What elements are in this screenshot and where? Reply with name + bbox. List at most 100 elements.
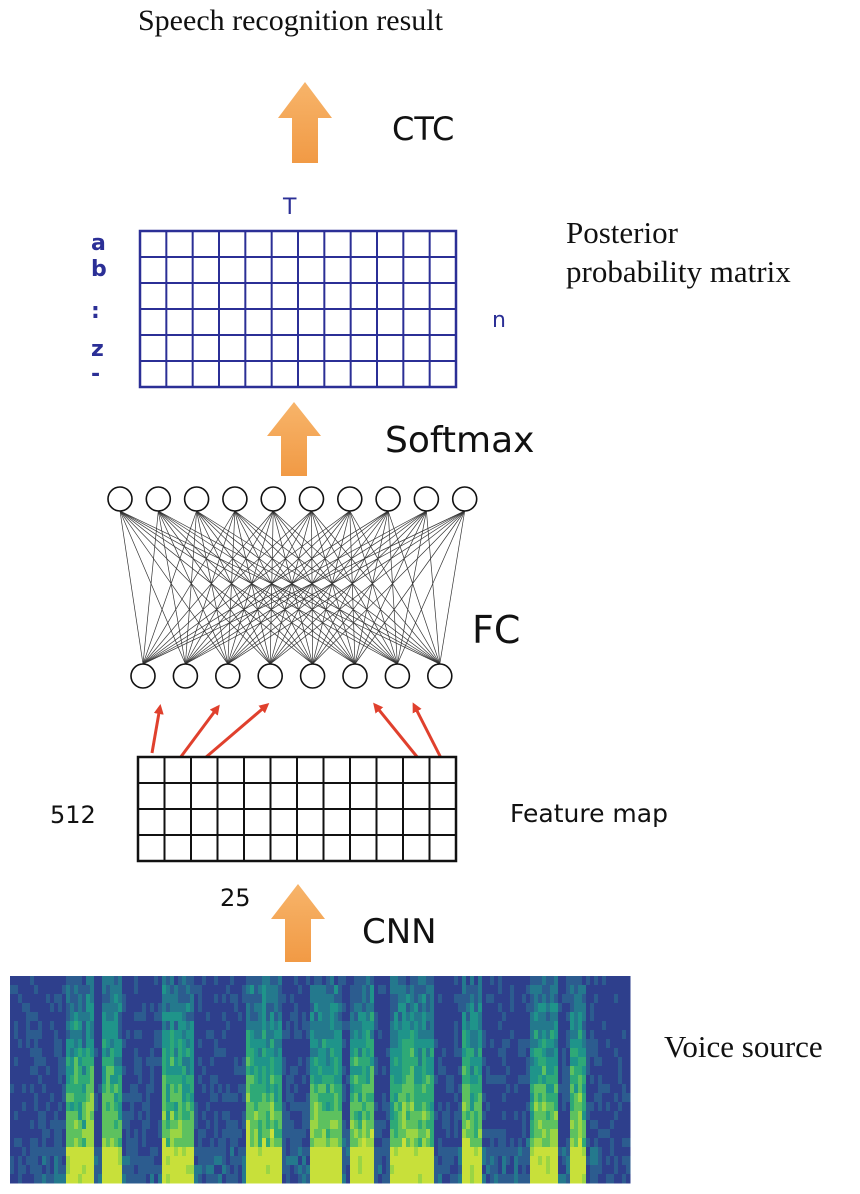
- spectrogram-cell: [270, 1012, 275, 1022]
- spectrogram-cell: [146, 1048, 151, 1058]
- spectrogram-cell: [254, 1048, 259, 1058]
- spectrogram-cell: [298, 1165, 303, 1175]
- spectrogram-cell: [306, 1165, 311, 1175]
- spectrogram-cell: [242, 1174, 247, 1184]
- spectrogram-cell: [10, 1093, 15, 1103]
- spectrogram-cell: [118, 1039, 123, 1049]
- spectrogram-cell: [146, 1138, 151, 1148]
- spectrogram-cell: [486, 1039, 491, 1049]
- spectrogram-cell: [514, 1048, 519, 1058]
- spectrogram-cell: [82, 1111, 87, 1121]
- fc-neuron: [413, 486, 440, 512]
- spectrogram-cell: [198, 1102, 203, 1112]
- spectrogram-cell: [10, 1075, 15, 1085]
- spectrogram-cell: [486, 1030, 491, 1040]
- spectrogram-cell: [506, 1111, 511, 1121]
- spectrogram-cell: [486, 1048, 491, 1058]
- spectrogram-cell: [594, 1030, 599, 1040]
- spectrogram-cell: [594, 1021, 599, 1031]
- spectrogram-cell: [518, 1138, 523, 1148]
- spectrogram-cell: [78, 985, 83, 995]
- spectrogram-cell: [30, 1138, 35, 1148]
- spectrogram-cell: [310, 1156, 315, 1166]
- spectrogram-cell: [570, 1048, 575, 1058]
- spectrogram-cell: [30, 1021, 35, 1031]
- spectrogram-cell: [170, 1138, 175, 1148]
- spectrogram-cell: [242, 985, 247, 995]
- spectrogram-cell: [582, 1030, 587, 1040]
- spectrogram-cell: [10, 1138, 15, 1148]
- spectrogram-cell: [282, 1111, 287, 1121]
- spectrogram-cell: [130, 1084, 135, 1094]
- spectrogram-cell: [566, 1111, 571, 1121]
- spectrogram-cell: [598, 976, 603, 986]
- spectrogram-cell: [506, 1003, 511, 1013]
- spectrogram-cell: [194, 1066, 199, 1076]
- spectrogram-cell: [590, 1084, 595, 1094]
- spectrogram-cell: [338, 1075, 343, 1085]
- spectrogram-cell: [534, 1138, 539, 1148]
- spectrogram-cell: [622, 1120, 627, 1130]
- spectrogram-cell: [370, 1174, 375, 1184]
- spectrogram-cell: [390, 1102, 395, 1112]
- spectrogram-cell: [38, 1021, 43, 1031]
- spectrogram-cell: [162, 1165, 167, 1175]
- spectrogram-cell: [330, 985, 335, 995]
- fc-edge: [142, 510, 351, 665]
- spectrogram-cell: [478, 1039, 483, 1049]
- spectrogram-cell: [506, 1156, 511, 1166]
- spectrogram-cell: [306, 985, 311, 995]
- spectrogram-cell: [70, 1129, 75, 1139]
- spectrogram-cell: [558, 1111, 563, 1121]
- spectrogram-cell: [134, 1165, 139, 1175]
- spectrogram-cell: [130, 1012, 135, 1022]
- spectrogram-cell: [562, 1003, 567, 1013]
- spectrogram-cell: [454, 985, 459, 995]
- spectrogram-cell: [266, 1174, 271, 1184]
- spectrogram-cell: [162, 1093, 167, 1103]
- spectrogram-cell: [606, 1138, 611, 1148]
- spectrogram-cell: [202, 1129, 207, 1139]
- spectrogram-cell: [14, 1075, 19, 1085]
- spectrogram-cell: [62, 976, 67, 986]
- spectrogram-cell: [254, 1165, 259, 1175]
- spectrogram-cell: [394, 1138, 399, 1148]
- spectrogram-cell: [342, 1120, 347, 1130]
- spectrogram-cell: [82, 1165, 87, 1175]
- spectrogram-cell: [530, 1138, 535, 1148]
- spectrogram-cell: [446, 1012, 451, 1022]
- spectrogram-cell: [282, 1003, 287, 1013]
- spectrogram-cell: [574, 1174, 579, 1184]
- spectrogram-cell: [286, 1093, 291, 1103]
- spectrogram-cell: [302, 1084, 307, 1094]
- spectrogram-cell: [178, 1093, 183, 1103]
- spectrogram-cell: [530, 1012, 535, 1022]
- spectrogram-cell: [530, 1120, 535, 1130]
- spectrogram-cell: [514, 1030, 519, 1040]
- spectrogram-cell: [598, 1048, 603, 1058]
- spectrogram-cell: [550, 1021, 555, 1031]
- spectrogram-cell: [218, 1003, 223, 1013]
- spectrogram-cell: [342, 1039, 347, 1049]
- spectrogram-cell: [486, 1129, 491, 1139]
- spectrogram-cell: [474, 1102, 479, 1112]
- spectrogram-cell: [26, 1084, 31, 1094]
- spectrogram-cell: [410, 1057, 415, 1067]
- spectrogram-cell: [274, 1012, 279, 1022]
- spectrogram-cell: [274, 1039, 279, 1049]
- spectrogram-cell: [26, 1156, 31, 1166]
- spectrogram-cell: [334, 1039, 339, 1049]
- spectrogram-cell: [318, 1084, 323, 1094]
- spectrogram-cell: [258, 1039, 263, 1049]
- spectrogram-cell: [82, 1039, 87, 1049]
- spectrogram-cell: [94, 1030, 99, 1040]
- spectrogram-cell: [602, 1120, 607, 1130]
- spectrogram-cell: [442, 1174, 447, 1184]
- spectrogram-cell: [342, 1066, 347, 1076]
- spectrogram-cell: [114, 1021, 119, 1031]
- spectrogram-cell: [322, 1057, 327, 1067]
- spectrogram-cell: [238, 1066, 243, 1076]
- spectrogram-cell: [574, 1057, 579, 1067]
- spectrogram-cell: [262, 1021, 267, 1031]
- spectrogram-cell: [314, 1120, 319, 1130]
